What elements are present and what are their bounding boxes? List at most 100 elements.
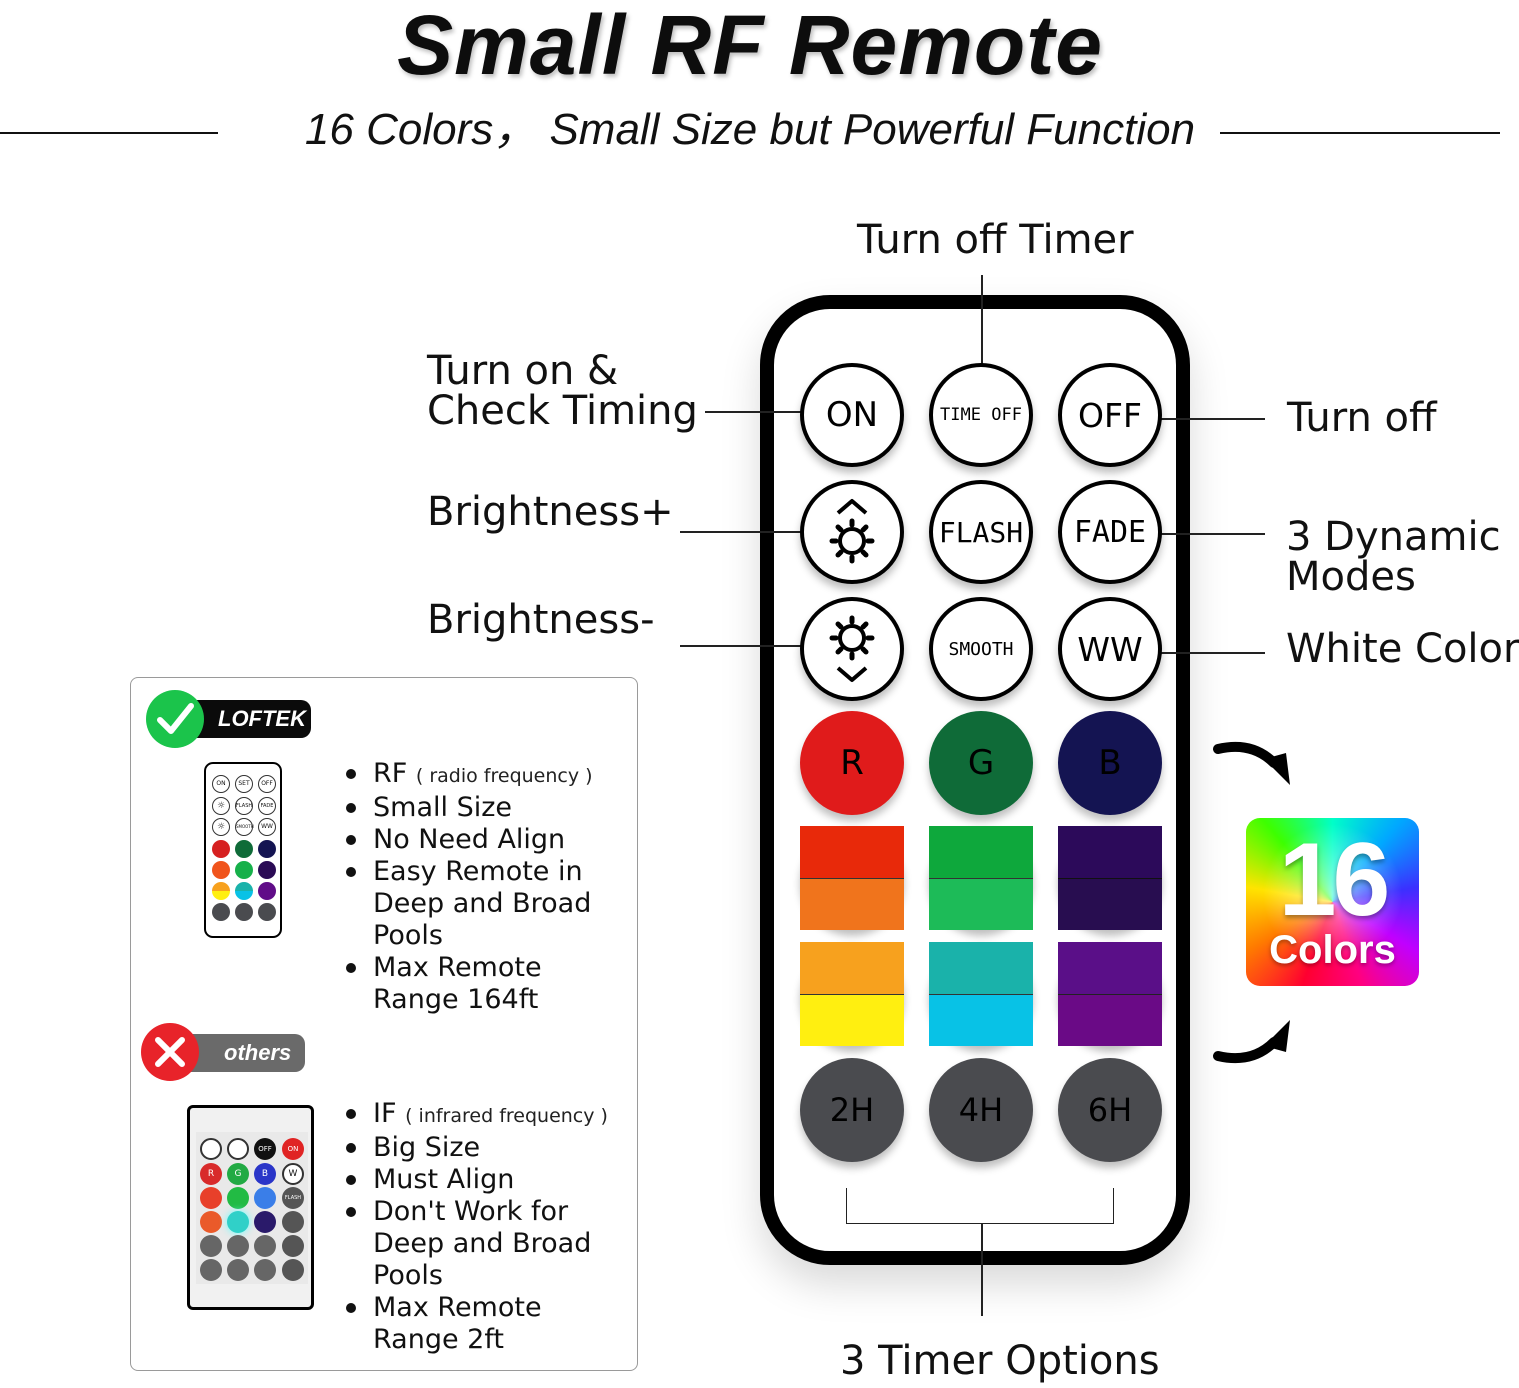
subtitle-rule-right bbox=[1220, 132, 1500, 134]
violet-color-button[interactable] bbox=[1058, 826, 1162, 930]
yellow-color-button[interactable] bbox=[800, 942, 904, 1046]
ir-sky-key bbox=[254, 1187, 276, 1209]
mini-fade-key: FADE bbox=[258, 797, 276, 815]
ir-mode-key-2 bbox=[282, 1235, 304, 1257]
off-button[interactable]: OFF bbox=[1058, 363, 1162, 467]
leader-timer-options bbox=[981, 1224, 983, 1316]
ir-bright-up-key bbox=[200, 1138, 222, 1160]
mini-off-key: OFF bbox=[258, 775, 276, 793]
mini-blue-key bbox=[258, 840, 276, 858]
timer-6h-label: 6H bbox=[1087, 1091, 1133, 1129]
sixteen-colors-badge: 16 Colors bbox=[1246, 818, 1419, 986]
timer-6h-button[interactable]: 6H bbox=[1058, 1058, 1162, 1162]
lime-color-button[interactable] bbox=[929, 826, 1033, 930]
ir-gray-key-4 bbox=[200, 1259, 222, 1281]
red-button[interactable]: R bbox=[800, 711, 904, 815]
brightness-down-icon bbox=[829, 615, 875, 682]
ww-button[interactable]: WW bbox=[1058, 597, 1162, 701]
timer-4h-button[interactable]: 4H bbox=[929, 1058, 1033, 1162]
ir-gray-key-3 bbox=[254, 1235, 276, 1257]
flash-button[interactable]: FLASH bbox=[929, 480, 1033, 584]
off-button-label: OFF bbox=[1078, 395, 1142, 435]
comparison-panel bbox=[130, 677, 638, 1371]
loftek-feature-pools: Easy Remote in Deep and Broad Pools bbox=[346, 856, 636, 952]
mini-red-key bbox=[212, 840, 230, 858]
ir-lime-key bbox=[227, 1187, 249, 1209]
timer-2h-button[interactable]: 2H bbox=[800, 1058, 904, 1162]
smooth-button[interactable]: SMOOTH bbox=[929, 597, 1033, 701]
blue-button[interactable]: B bbox=[1058, 711, 1162, 815]
ir-orange-key bbox=[200, 1187, 222, 1209]
subtitle-rule-left bbox=[0, 132, 218, 134]
brightness-down-button[interactable] bbox=[800, 597, 904, 701]
arrow-up-icon bbox=[1213, 1020, 1290, 1064]
time-off-button[interactable]: TIME OFF bbox=[929, 363, 1033, 467]
loftek-mini-remote: ON SET OFF ☼ FLASH FADE ☼ SMOOTH WW bbox=[204, 762, 282, 938]
blue-button-label: B bbox=[1098, 743, 1122, 783]
ir-mode-key-3 bbox=[282, 1259, 304, 1281]
ir-b-key: B bbox=[254, 1163, 276, 1185]
ir-mode-key-1 bbox=[282, 1211, 304, 1233]
leader-brightness-up bbox=[680, 531, 815, 533]
ir-g-key: G bbox=[227, 1163, 249, 1185]
on-button-label: ON bbox=[825, 395, 879, 435]
on-button[interactable]: ON bbox=[800, 363, 904, 467]
ir-on-key: ON bbox=[282, 1138, 304, 1160]
mini-flash-key: FLASH bbox=[235, 797, 253, 815]
others-feature-ir: IF ( infrared frequency ) bbox=[346, 1098, 636, 1132]
cyan-color-button[interactable] bbox=[929, 942, 1033, 1046]
leader-turn-off bbox=[1150, 418, 1265, 420]
mini-bright-up-key: ☼ bbox=[212, 797, 230, 815]
loftek-feature-align: No Need Align bbox=[346, 824, 636, 856]
ir-w-key: W bbox=[282, 1163, 304, 1185]
mini-on-key: ON bbox=[212, 775, 230, 793]
badge-word: Colors bbox=[1269, 928, 1396, 972]
brightness-up-icon bbox=[829, 499, 875, 564]
label-white-color: White Color bbox=[1286, 626, 1519, 672]
others-feature-pools: Don't Work for Deep and Broad Pools bbox=[346, 1196, 636, 1292]
brightness-up-button[interactable] bbox=[800, 480, 904, 584]
label-brightness-up: Brightness+ bbox=[427, 489, 674, 535]
green-button[interactable]: G bbox=[929, 711, 1033, 815]
cross-icon bbox=[141, 1023, 199, 1081]
mini-lime-key bbox=[235, 861, 253, 879]
loftek-feature-rf: RF ( radio frequency ) bbox=[346, 758, 636, 792]
ww-button-label: WW bbox=[1077, 629, 1143, 669]
leader-brightness-down bbox=[680, 645, 815, 647]
time-off-button-label: TIME OFF bbox=[940, 405, 1022, 425]
label-brightness-down: Brightness- bbox=[427, 597, 655, 643]
others-feature-size: Big Size bbox=[346, 1132, 636, 1164]
ir-off-key: OFF bbox=[254, 1138, 276, 1160]
mini-ww-key: WW bbox=[258, 818, 276, 836]
timer-bracket bbox=[846, 1188, 1114, 1224]
smooth-button-label: SMOOTH bbox=[948, 638, 1014, 660]
mini-set-key: SET bbox=[235, 775, 253, 793]
ir-flash-key: FLASH bbox=[282, 1187, 304, 1209]
others-feature-range: Max Remote Range 2ft bbox=[346, 1292, 636, 1356]
green-button-label: G bbox=[967, 743, 995, 783]
others-ir-remote: OFF ON R G B W FLASH bbox=[187, 1105, 314, 1310]
orange-color-button[interactable] bbox=[800, 826, 904, 930]
timer-2h-label: 2H bbox=[829, 1091, 875, 1129]
others-feature-align: Must Align bbox=[346, 1164, 636, 1196]
timer-4h-label: 4H bbox=[958, 1091, 1004, 1129]
purple-color-button[interactable] bbox=[1058, 942, 1162, 1046]
label-turn-on-line2: Check Timing bbox=[427, 388, 698, 434]
mini-yellow-key bbox=[212, 882, 230, 900]
mini-violet-key bbox=[258, 861, 276, 879]
label-turn-off: Turn off bbox=[1287, 395, 1437, 441]
loftek-feature-list: RF ( radio frequency ) Small Size No Nee… bbox=[346, 758, 636, 1016]
check-icon bbox=[146, 690, 204, 748]
mini-green-key bbox=[235, 840, 253, 858]
mini-6h-key bbox=[258, 903, 276, 921]
ir-r-key: R bbox=[200, 1163, 222, 1185]
fade-button-label: FADE bbox=[1073, 514, 1147, 550]
mini-orange-key bbox=[212, 861, 230, 879]
mini-smooth-key: SMOOTH bbox=[235, 818, 254, 836]
fade-button[interactable]: FADE bbox=[1058, 480, 1162, 584]
mini-2h-key bbox=[212, 903, 230, 921]
label-turn-on-line1: Turn on & bbox=[427, 348, 619, 394]
ir-gray-key-2 bbox=[227, 1235, 249, 1257]
ir-amber-key bbox=[200, 1211, 222, 1233]
loftek-feature-range: Max Remote Range 164ft bbox=[346, 952, 636, 1016]
